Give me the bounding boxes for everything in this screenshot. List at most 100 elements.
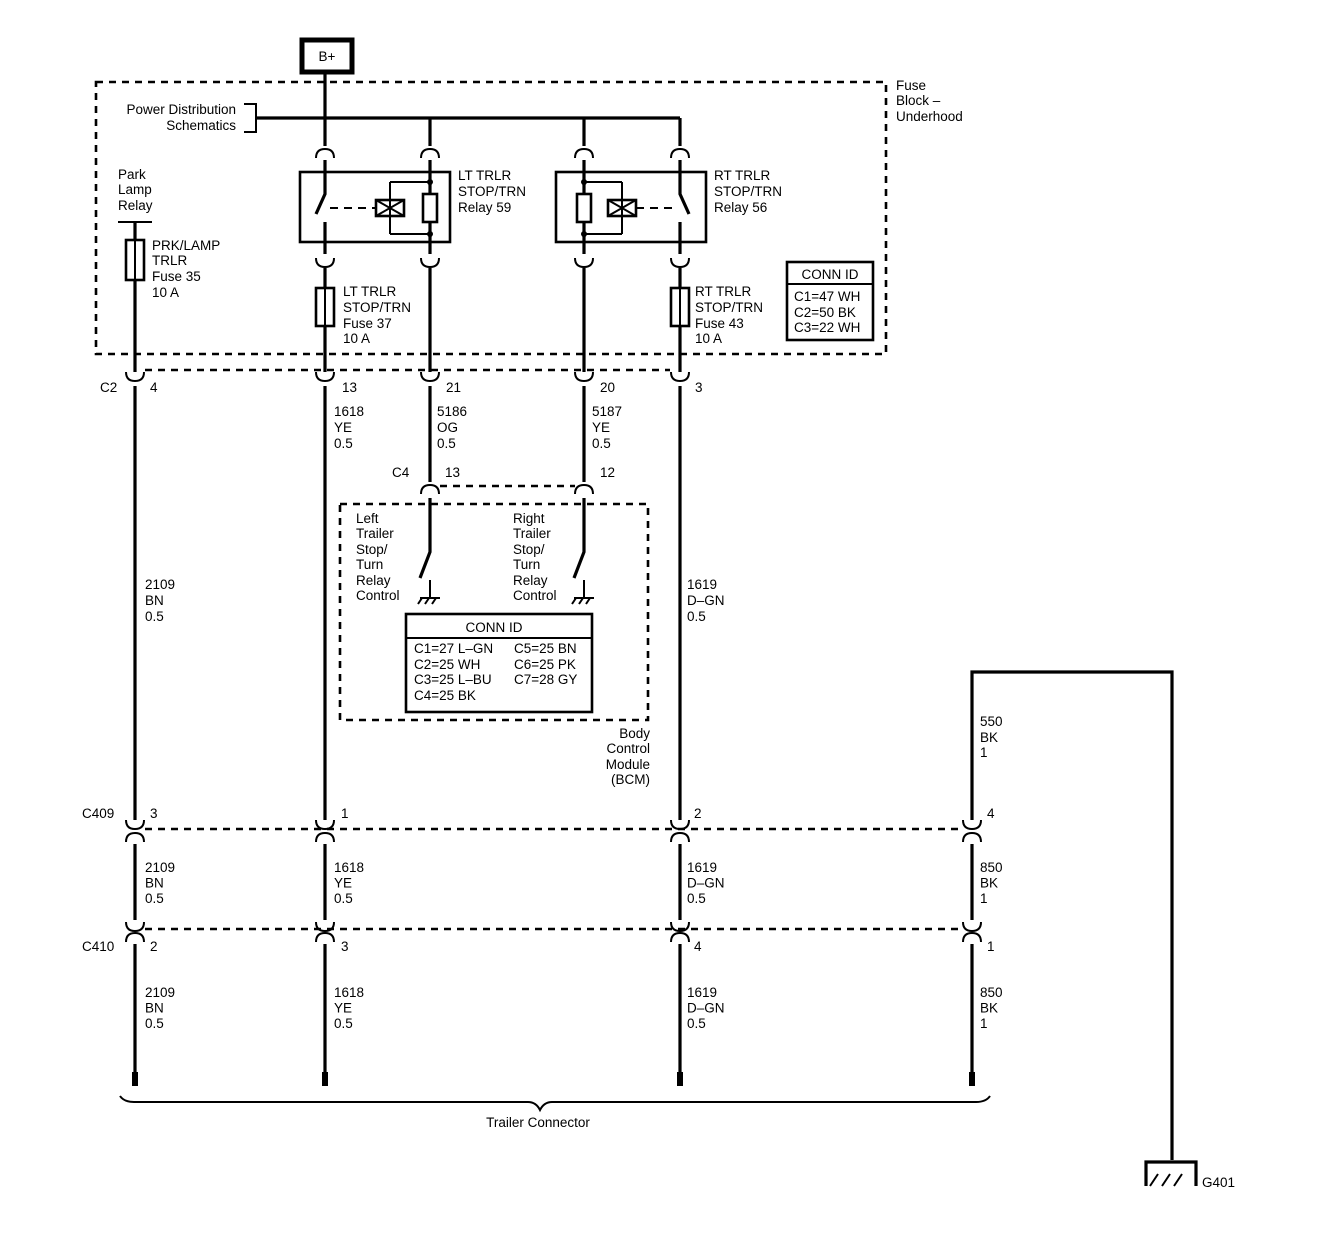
relay-terminal-cups: [315, 147, 690, 269]
svg-text:3: 3: [150, 806, 158, 821]
svg-text:Turn: Turn: [513, 557, 540, 572]
wire-label: D–GN: [687, 876, 725, 891]
svg-text:1: 1: [341, 806, 349, 821]
svg-text:C4=25 BK: C4=25 BK: [414, 688, 476, 703]
fuse-43-label-3: Fuse 43: [695, 316, 744, 331]
wire-5187-color: YE: [592, 420, 610, 435]
svg-text:1: 1: [980, 745, 988, 760]
c409-cup-top: [670, 819, 690, 831]
b-plus-terminal: B+: [299, 37, 355, 75]
wire-label: 1618: [334, 860, 364, 875]
relay-output-cup: [574, 257, 594, 269]
c410-cup-bottom: [315, 931, 335, 943]
c410-cup-bottom: [962, 931, 982, 943]
c410-label: C410: [82, 939, 114, 954]
ground-g401-icon: [1144, 1160, 1198, 1187]
wire-label: 0.5: [145, 891, 164, 906]
svg-text:4: 4: [694, 939, 702, 954]
svg-text:BK: BK: [980, 730, 998, 745]
svg-text:1619: 1619: [687, 577, 717, 592]
power-dist-bracket: [244, 103, 257, 133]
wire-label: BN: [145, 876, 164, 891]
svg-text:C7=28 GY: C7=28 GY: [514, 672, 577, 687]
relay-input-cup: [670, 147, 690, 159]
relay-59: [298, 160, 452, 254]
svg-text:Stop/: Stop/: [513, 542, 545, 557]
svg-text:Control: Control: [356, 588, 400, 603]
svg-text:4: 4: [987, 806, 995, 821]
c409-cup-top: [125, 819, 145, 831]
c409-cup-bottom: [315, 831, 335, 843]
wire-5186-size: 0.5: [437, 436, 456, 451]
relay-output-cup: [670, 257, 690, 269]
wire-label: BK: [980, 876, 998, 891]
c2-label: C2: [100, 380, 117, 395]
fuse-35-label-1: PRK/LAMP: [152, 238, 220, 253]
c2-cup: [125, 371, 145, 383]
wire-label: 1: [980, 891, 988, 906]
c2-pin-20: 20: [600, 380, 615, 395]
wire-label: 0.5: [145, 1016, 164, 1031]
bcm-left-switch: [418, 498, 432, 579]
fuse-43-label-4: 10 A: [695, 331, 722, 346]
c2-cup: [670, 371, 690, 383]
bus-drops: [323, 118, 682, 146]
wire-label: 2109: [145, 985, 175, 1000]
power-dist-label-1: Power Distribution: [126, 102, 236, 117]
wire-label: 850: [980, 860, 1003, 875]
svg-text:Left: Left: [356, 511, 379, 526]
wire-label: YE: [334, 876, 352, 891]
svg-text:2109: 2109: [145, 577, 175, 592]
fuse-37-label-4: 10 A: [343, 331, 370, 346]
wire-label: D–GN: [687, 1001, 725, 1016]
wire-5186-color: OG: [437, 420, 458, 435]
fuse-43-label-2: STOP/TRN: [695, 300, 763, 315]
bcm-conn-id-title: CONN ID: [466, 620, 523, 635]
fb-conn-id-row-1: C1=47 WH: [794, 289, 860, 304]
svg-text:Control: Control: [513, 588, 557, 603]
bcm-label-4: (BCM): [611, 772, 650, 787]
svg-text:C1=27 L–GN: C1=27 L–GN: [414, 641, 493, 656]
c409-cup-top: [962, 819, 982, 831]
bcm-border: [338, 502, 650, 722]
fuse-block-label-3: Underhood: [896, 109, 963, 124]
fuse-43-label-1: RT TRLR: [695, 284, 752, 299]
c4-cup: [574, 483, 594, 495]
fb-conn-id-title: CONN ID: [802, 267, 859, 282]
relay-output-cup: [315, 257, 335, 269]
fuse-block-label-1: Fuse: [896, 78, 926, 93]
fuse-block-conn-id: CONN ID C1=47 WH C2=50 BK C3=22 WH: [785, 260, 875, 342]
svg-text:0.5: 0.5: [145, 609, 164, 624]
svg-text:Relay: Relay: [513, 573, 548, 588]
svg-text:550: 550: [980, 714, 1003, 729]
svg-text:3: 3: [341, 939, 349, 954]
c4-cup: [420, 483, 440, 495]
svg-text:Trailer: Trailer: [513, 526, 551, 541]
c410-cup-top: [670, 921, 690, 933]
svg-text:1: 1: [987, 939, 995, 954]
bcm-conn-id: CONN ID C1=27 L–GN C2=25 WH C3=25 L–BU C…: [404, 612, 594, 714]
c2-pin-4: 4: [150, 380, 158, 395]
bcm-label-3: Module: [606, 757, 650, 772]
wire-1618-color: YE: [334, 420, 352, 435]
bcm-right-switch: [572, 498, 586, 579]
c409-cup-bottom: [962, 831, 982, 843]
c4-pin-12: 12: [600, 465, 615, 480]
wire-label: 0.5: [334, 1016, 353, 1031]
trailer-connector-brace: [119, 1095, 991, 1113]
relay-input-cup: [574, 147, 594, 159]
c410-cup-bottom: [125, 931, 145, 943]
svg-text:C6=25 PK: C6=25 PK: [514, 657, 576, 672]
bcm-right-label: Right Trailer Stop/ Turn Relay Control: [513, 511, 557, 603]
fuse-37-label-2: STOP/TRN: [343, 300, 411, 315]
ground-icon: [417, 580, 440, 605]
park-relay-label-3: Relay: [118, 198, 153, 213]
c409-c410-wires: [133, 844, 974, 920]
relay-input-cup: [315, 147, 335, 159]
fb-conn-id-row-2: C2=50 BK: [794, 305, 856, 320]
c2-cup: [315, 371, 335, 383]
fuse-37-label-3: Fuse 37: [343, 316, 392, 331]
wire-label: 2109: [145, 860, 175, 875]
